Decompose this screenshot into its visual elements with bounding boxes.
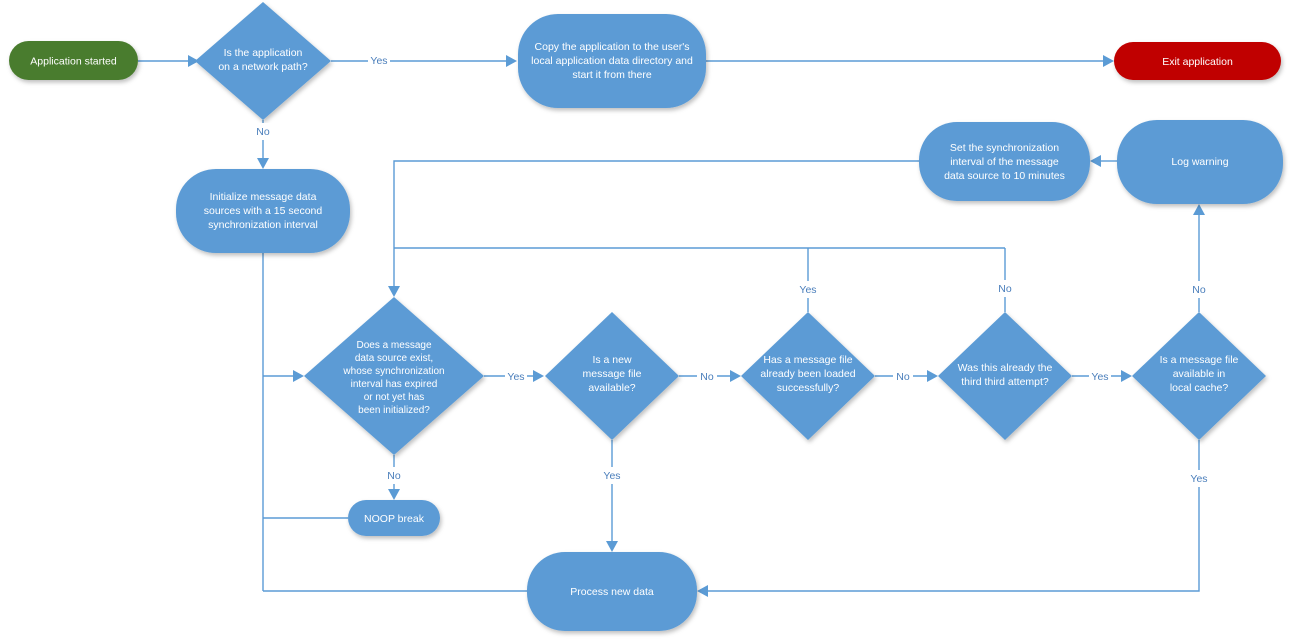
node-is-message-file-in-local-cache[interactable]: Is a message file available in local cac… xyxy=(1132,312,1266,440)
node-initialize-message-data-sources[interactable]: Initialize message data sources with a 1… xyxy=(176,169,350,253)
label-bg-no-newfile xyxy=(697,368,717,385)
edge-label-yes-cache: Yes xyxy=(1190,473,1207,485)
node-label-alreadyloaded-line3: successfully? xyxy=(777,382,840,394)
node-label-newfile-line2: message file xyxy=(583,368,642,380)
node-label-source-exists-line3: whose synchronization xyxy=(342,366,444,377)
node-label-cache-line3: local cache? xyxy=(1170,382,1229,394)
node-label-copy-line2: local application data directory and xyxy=(531,55,693,67)
edge-label-no-network: No xyxy=(256,126,270,138)
edge-logwarning-to-setinterval xyxy=(1090,155,1117,167)
node-label-exit-application: Exit application xyxy=(1162,56,1233,68)
label-bg-no-third xyxy=(995,280,1015,297)
edge-label-no-newfile: No xyxy=(700,371,714,383)
edge-left-spine-to-source-exists xyxy=(263,370,304,382)
node-label-newfile-line1: Is a new xyxy=(592,354,632,366)
edge-label-yes-third: Yes xyxy=(1091,371,1108,383)
node-label-network-path-line1: Is the application xyxy=(224,47,303,59)
node-label-source-exists-line2: data source exist, xyxy=(355,353,433,364)
node-exit-application[interactable]: Exit application xyxy=(1114,42,1281,80)
node-label-source-exists-line4: interval has expired xyxy=(351,379,438,390)
label-bg-no-source-exists xyxy=(384,467,404,484)
edge-label-yes-newfile: Yes xyxy=(603,470,620,482)
node-label-setinterval-line1: Set the synchronization xyxy=(950,142,1059,154)
node-label-alreadyloaded-line1: Has a message file xyxy=(763,354,852,366)
node-label-source-exists-line5: or not yet has xyxy=(364,392,425,403)
edge-network-yes-copy xyxy=(331,55,517,67)
node-label-init-line3: synchronization interval xyxy=(208,219,318,231)
node-label-third-line1: Was this already the xyxy=(958,362,1053,374)
node-label-alreadyloaded-line2: already been loaded xyxy=(760,368,855,380)
label-bg-no-cache xyxy=(1189,281,1209,298)
label-bg-no-network xyxy=(253,123,273,140)
edge-newfile-yes-process xyxy=(606,440,618,552)
node-label-setinterval-line2: interval of the message xyxy=(950,156,1059,168)
edge-labels-layer: Yes No Yes No No Yes Yes No No Yes No Ye… xyxy=(253,52,1210,487)
node-label-source-exists-line1: Does a message xyxy=(356,340,431,351)
node-label-process-new-data: Process new data xyxy=(570,586,654,598)
nodes-layer: Application started Is the application o… xyxy=(9,2,1283,631)
label-bg-yes-source-exists xyxy=(505,368,527,385)
node-label-network-path-line2: on a network path? xyxy=(218,61,307,73)
edge-label-no-source-exists: No xyxy=(387,470,401,482)
node-has-message-file-already-loaded[interactable]: Has a message file already been loaded s… xyxy=(741,312,875,440)
node-label-noop-break: NOOP break xyxy=(364,513,425,525)
node-label-setinterval-line3: data source to 10 minutes xyxy=(944,170,1065,182)
node-label-newfile-line3: available? xyxy=(588,382,635,394)
node-label-init-line2: sources with a 15 second xyxy=(204,205,323,217)
node-log-warning[interactable]: Log warning xyxy=(1117,120,1283,204)
node-label-copy-line1: Copy the application to the user's xyxy=(535,41,690,53)
label-bg-yes-cache xyxy=(1188,470,1210,487)
edge-label-no-third: No xyxy=(998,283,1012,295)
node-application-started[interactable]: Application started xyxy=(9,41,138,80)
node-does-message-data-source-exist[interactable]: Does a message data source exist, whose … xyxy=(304,297,484,455)
edge-start-to-network xyxy=(138,55,199,67)
node-noop-break[interactable]: NOOP break xyxy=(348,500,440,536)
label-bg-yes-network xyxy=(368,52,390,69)
edge-label-yes-network: Yes xyxy=(370,55,387,67)
node-set-sync-interval-10-minutes[interactable]: Set the synchronization interval of the … xyxy=(919,122,1090,201)
label-bg-no-alreadyloaded xyxy=(893,368,913,385)
edge-label-no-cache: No xyxy=(1192,284,1206,296)
node-is-on-network-path[interactable]: Is the application on a network path? xyxy=(195,2,331,120)
node-label-third-line2: third third attempt? xyxy=(961,376,1049,388)
connectors-layer xyxy=(138,55,1205,597)
edge-copy-to-exit xyxy=(706,55,1114,67)
node-label-copy-line3: start it from there xyxy=(572,69,652,81)
label-bg-yes-newfile xyxy=(601,467,623,484)
node-label-log-warning: Log warning xyxy=(1171,156,1228,168)
label-bg-yes-alreadyloaded xyxy=(797,281,819,298)
node-was-third-attempt[interactable]: Was this already the third third attempt… xyxy=(938,312,1072,440)
node-is-new-message-file-available[interactable]: Is a new message file available? xyxy=(545,312,679,440)
node-label-init-line1: Initialize message data xyxy=(210,191,317,203)
edge-cache-yes-process xyxy=(697,440,1200,597)
node-process-new-data[interactable]: Process new data xyxy=(527,552,697,631)
node-label-cache-line2: available in xyxy=(1173,368,1226,380)
node-label-application-started: Application started xyxy=(30,56,117,68)
node-label-cache-line1: Is a message file xyxy=(1160,354,1239,366)
edge-label-yes-source-exists: Yes xyxy=(507,371,524,383)
node-label-source-exists-line6: been initialized? xyxy=(358,405,430,416)
label-bg-yes-third xyxy=(1089,368,1111,385)
node-copy-application-local[interactable]: Copy the application to the user's local… xyxy=(518,14,706,108)
edge-setinterval-loop xyxy=(388,160,919,297)
edge-label-no-alreadyloaded: No xyxy=(896,371,910,383)
edge-label-yes-alreadyloaded: Yes xyxy=(799,284,816,296)
